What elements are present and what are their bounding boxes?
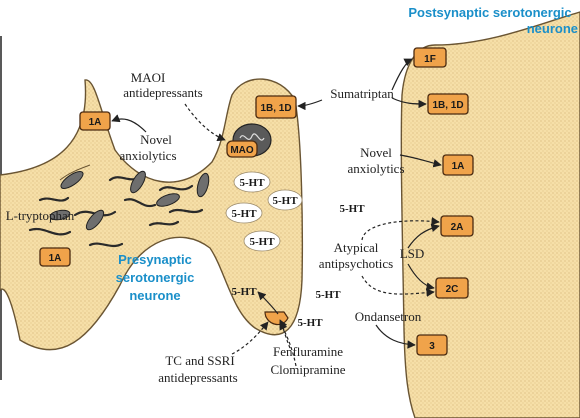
terminal-5ht: 5-HT	[231, 286, 257, 298]
fenfluramine-label: Fenfluramine	[273, 344, 343, 359]
receptor-post-1b1d	[427, 93, 469, 115]
axon-detail	[59, 164, 91, 181]
maoi-line2: antidepressants	[123, 85, 202, 100]
cleft-5ht-2: 5-HT	[315, 289, 341, 301]
receptor-pre-1b1d-label: 1B, 1D	[260, 103, 291, 114]
receptor-post-1a-label: 1A	[452, 161, 465, 172]
mitochondria	[49, 170, 210, 231]
vesicle-3-label: 5-HT	[231, 208, 257, 220]
postsynaptic-neurone	[400, 11, 580, 418]
dashed-arrows	[184, 103, 440, 367]
novel-anx-pre-line2: anxiolytics	[119, 148, 176, 163]
receptor-post-2a-label: 2A	[451, 222, 464, 233]
receptor-pre-1a-top	[79, 111, 111, 131]
vesicle-4-label: 5-HT	[249, 236, 275, 248]
ondansetron-label: Ondansetron	[355, 309, 422, 324]
cleft-5ht-3: 5-HT	[297, 317, 323, 329]
presynaptic-title-line2: serotonergic	[116, 270, 195, 285]
receptor-post-1f	[413, 47, 447, 68]
vesicle-2-label: 5-HT	[272, 195, 298, 207]
tc-ssri-line1: TC and SSRI	[165, 353, 234, 368]
receptor-post-2a	[440, 215, 474, 237]
vesicles: 5-HT 5-HT 5-HT 5-HT	[225, 171, 303, 252]
presynaptic-title-line3: neurone	[129, 288, 180, 303]
mao-label: MAO	[230, 145, 254, 156]
novel-anx-post-line2: anxiolytics	[347, 161, 404, 176]
presynaptic-title-line1: Presynaptic	[118, 252, 192, 267]
l-tryptophan-label: L-tryptophan	[6, 208, 75, 223]
vesicle-1-label: 5-HT	[239, 177, 265, 189]
vesicle-2	[267, 189, 303, 211]
vesicle-4	[243, 230, 281, 252]
receptor-post-1b1d-label: 1B, 1D	[432, 100, 463, 111]
clomipramine-label: Clomipramine	[270, 362, 345, 377]
receptor-pre-1b1d	[255, 95, 297, 119]
atypical-line1: Atypical	[334, 240, 379, 255]
receptor-post-2c	[435, 277, 469, 299]
vesicle-1	[233, 171, 271, 193]
receptor-pre-1a-bottom-label: 1A	[49, 253, 62, 264]
receptor-post-1f-label: 1F	[424, 54, 436, 65]
receptor-post-2c-label: 2C	[446, 284, 459, 295]
receptor-post-1a	[442, 154, 474, 176]
atypical-line2: antipsychotics	[319, 256, 393, 271]
maoi-line1: MAOI	[131, 70, 166, 85]
lsd-label: LSD	[400, 246, 425, 261]
tc-ssri-line2: antidepressants	[158, 370, 237, 385]
novel-anx-pre-line1: Novel	[140, 132, 172, 147]
mao-box	[226, 140, 258, 158]
novel-anx-post-line1: Novel	[360, 145, 392, 160]
receptor-post-3-label: 3	[429, 341, 435, 352]
receptor-pre-1a-top-label: 1A	[89, 117, 102, 128]
vesicle-3	[225, 202, 263, 224]
postsynaptic-title-line1: Postsynaptic serotonergic	[408, 5, 571, 20]
receptor-pre-1a-bottom	[39, 247, 71, 267]
cleft-5ht-1: 5-HT	[339, 203, 365, 215]
postsynaptic-title-line2: neurone	[527, 21, 578, 36]
sumatriptan-label: Sumatriptan	[330, 86, 394, 101]
receptor-post-3	[416, 334, 448, 356]
solid-arrows	[111, 58, 442, 349]
